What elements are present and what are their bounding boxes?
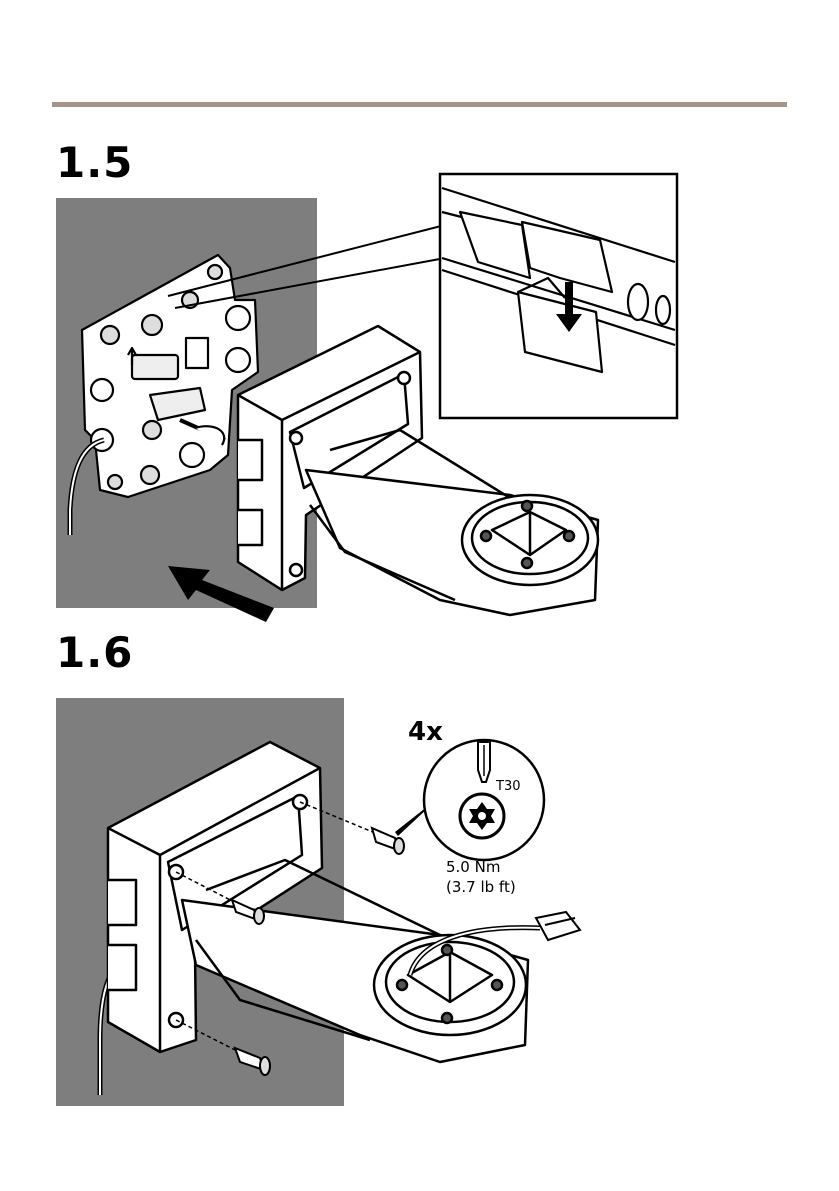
screwdriver-icon: [478, 742, 490, 782]
tool-callout: 4x T30 5.0 Nm (3.7 lb ft): [408, 717, 544, 896]
torque-lbft: (3.7 lb ft): [446, 878, 516, 896]
torx-icon: [460, 794, 504, 838]
detail-inset: [440, 174, 677, 418]
connector: [536, 912, 580, 940]
torque-nm: 5.0 Nm: [446, 858, 500, 876]
tool-label: T30: [495, 779, 520, 794]
step-1-5-illustration: [56, 174, 677, 622]
step-1-6-illustration: 4x T30 5.0 Nm (3.7 lb ft): [56, 698, 580, 1106]
quantity-label: 4x: [408, 717, 443, 747]
